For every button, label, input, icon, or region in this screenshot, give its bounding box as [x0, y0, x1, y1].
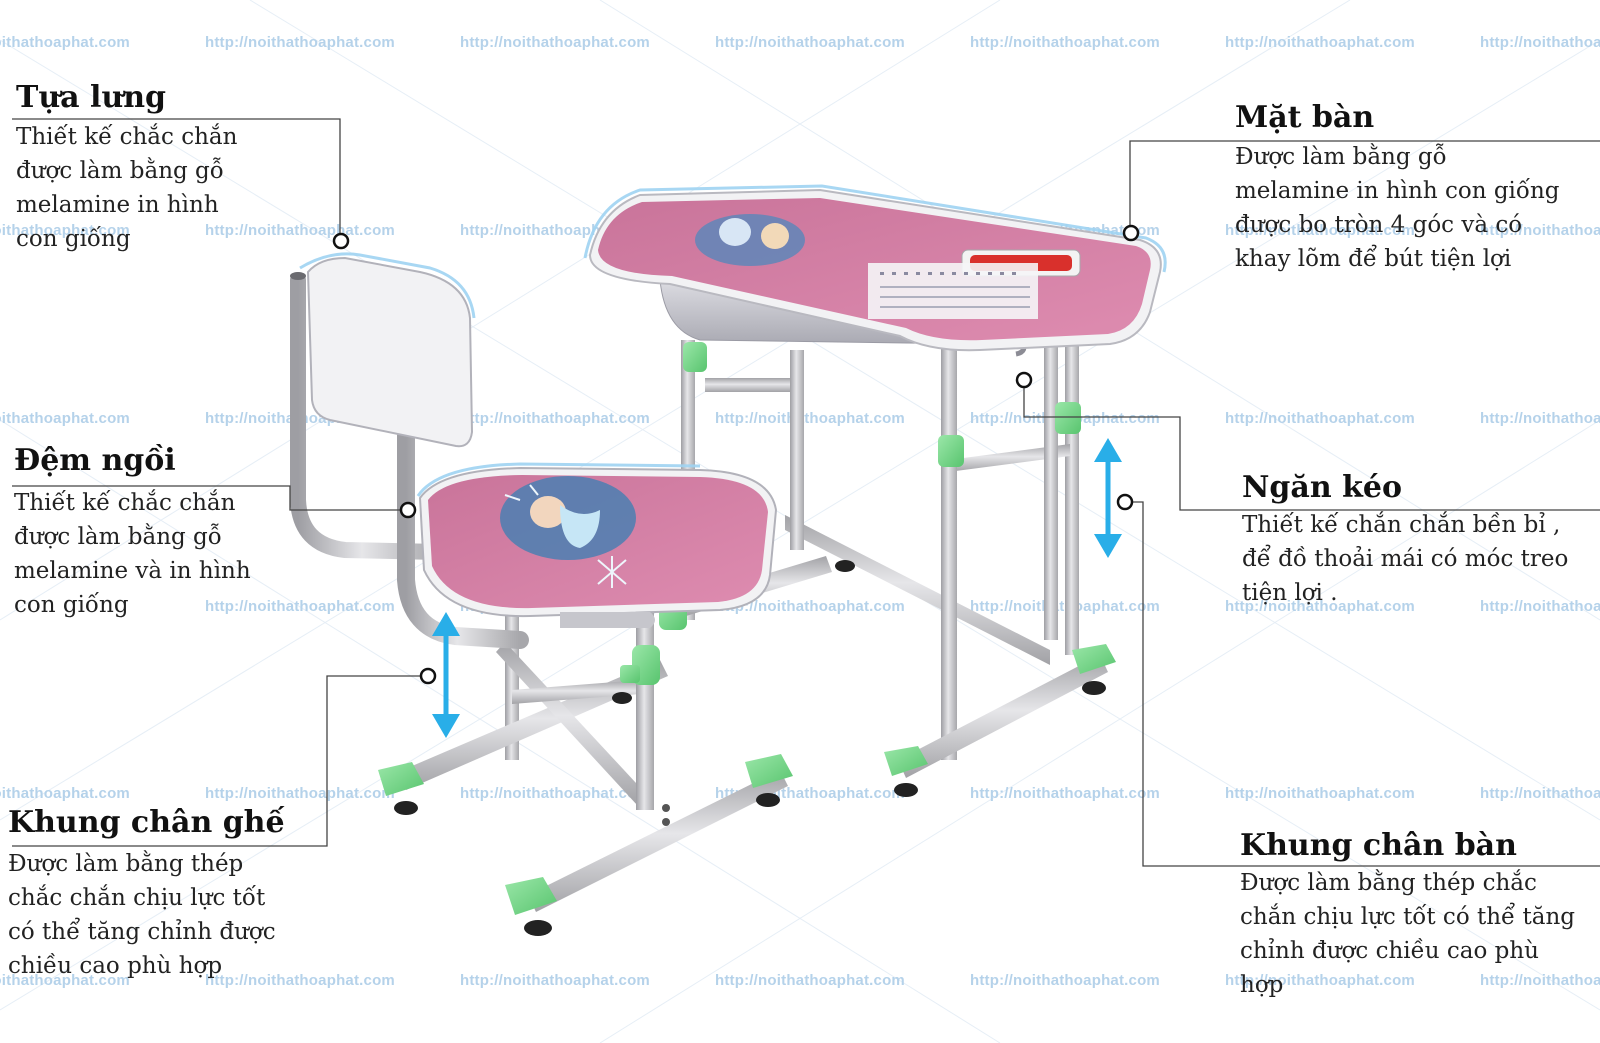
watermark-text: http://noithathoaphat.com — [0, 410, 130, 427]
watermark-text: http://noithathoaphat.com — [460, 410, 650, 427]
watermark-text: http://noithathoaphat.com — [970, 972, 1160, 989]
watermark-text: http://noithathoaphat.com — [715, 598, 905, 615]
callout-desk-frame: Khung chân bàn Được làm bằng thép chắc c… — [1240, 828, 1575, 1002]
callout-desk-frame-desc: Được làm bằng thép chắc chắn chịu lực tố… — [1240, 870, 1575, 998]
callout-drawer: Ngăn kéo Thiết kế chắn chắn bền bỉ , để … — [1242, 470, 1568, 610]
watermark-text: http://noithathoaphat.com — [1225, 972, 1415, 989]
watermark-text: http://noithathoaphat.com — [205, 972, 395, 989]
watermark-text: http://noithathoaphat.com — [970, 34, 1160, 51]
callout-seat: Đệm ngồi Thiết kế chắc chắn được làm bằn… — [14, 443, 251, 622]
watermark-text: http://noithathoaphat.com — [715, 410, 905, 427]
desk — [583, 184, 1167, 797]
watermark-text: http://noithathoaphat.com — [205, 598, 395, 615]
watermark-text: http://noithathoaphat.com — [1225, 34, 1415, 51]
callout-drawer-desc: Thiết kế chắn chắn bền bỉ , để đồ thoải … — [1242, 512, 1569, 606]
desktop-cartoon-print — [695, 214, 805, 266]
watermark-text: http://noithathoaphat.com — [0, 972, 130, 989]
callout-desktop: Mặt bàn Được làm bằng gỗ melamine in hìn… — [1235, 100, 1560, 276]
watermark-text: http://noithathoaphat.com — [715, 972, 905, 989]
desktop-alphabet-panel — [868, 263, 1038, 319]
callout-desktop-desc: Được làm bằng gỗ melamine in hình con gi… — [1235, 144, 1560, 272]
watermark-text: http://noithathoaphat.com — [1480, 34, 1600, 51]
callout-backrest-desc: Thiết kế chắc chắn được làm bằng gỗ mela… — [16, 124, 238, 252]
callout-chair-frame: Khung chân ghế Được làm bằng thép chắc c… — [8, 805, 285, 983]
watermark-text: http://noithathoaphat.com — [715, 34, 905, 51]
watermark-text: http://noithathoaphat.com — [1480, 972, 1600, 989]
watermark-text: http://noithathoaphat.com — [205, 34, 395, 51]
callout-backrest-title: Tựa lưng — [16, 80, 167, 115]
desk-height-arrow-icon — [1094, 438, 1122, 558]
callout-seat-desc: Thiết kế chắc chắn được làm bằng gỗ mela… — [14, 490, 251, 618]
seat-cartoon-print — [500, 476, 636, 588]
chair-height-arrow-icon — [432, 612, 460, 738]
watermark-text: http://noithathoaphat.com — [460, 785, 650, 802]
watermark-text: http://noithathoaphat.com — [460, 34, 650, 51]
chair — [290, 252, 793, 936]
callout-seat-title: Đệm ngồi — [14, 443, 176, 478]
watermark-text: http://noithathoaphat.com — [970, 598, 1160, 615]
callout-backrest: Tựa lưng Thiết kế chắc chắn được làm bằn… — [16, 80, 237, 256]
callout-desktop-title: Mặt bàn — [1235, 100, 1375, 135]
watermark-text: http://noithathoaphat.com — [0, 34, 130, 51]
callout-chair-frame-desc: Được làm bằng thép chắc chắn chịu lực tố… — [8, 851, 276, 979]
callout-desk-frame-title: Khung chân bàn — [1240, 828, 1517, 863]
callout-chair-frame-title: Khung chân ghế — [8, 805, 285, 840]
callout-drawer-title: Ngăn kéo — [1242, 470, 1402, 505]
watermark-text: http://noithathoaphat.com — [460, 972, 650, 989]
watermark-text: http://noithathoaphat.com — [970, 785, 1160, 802]
